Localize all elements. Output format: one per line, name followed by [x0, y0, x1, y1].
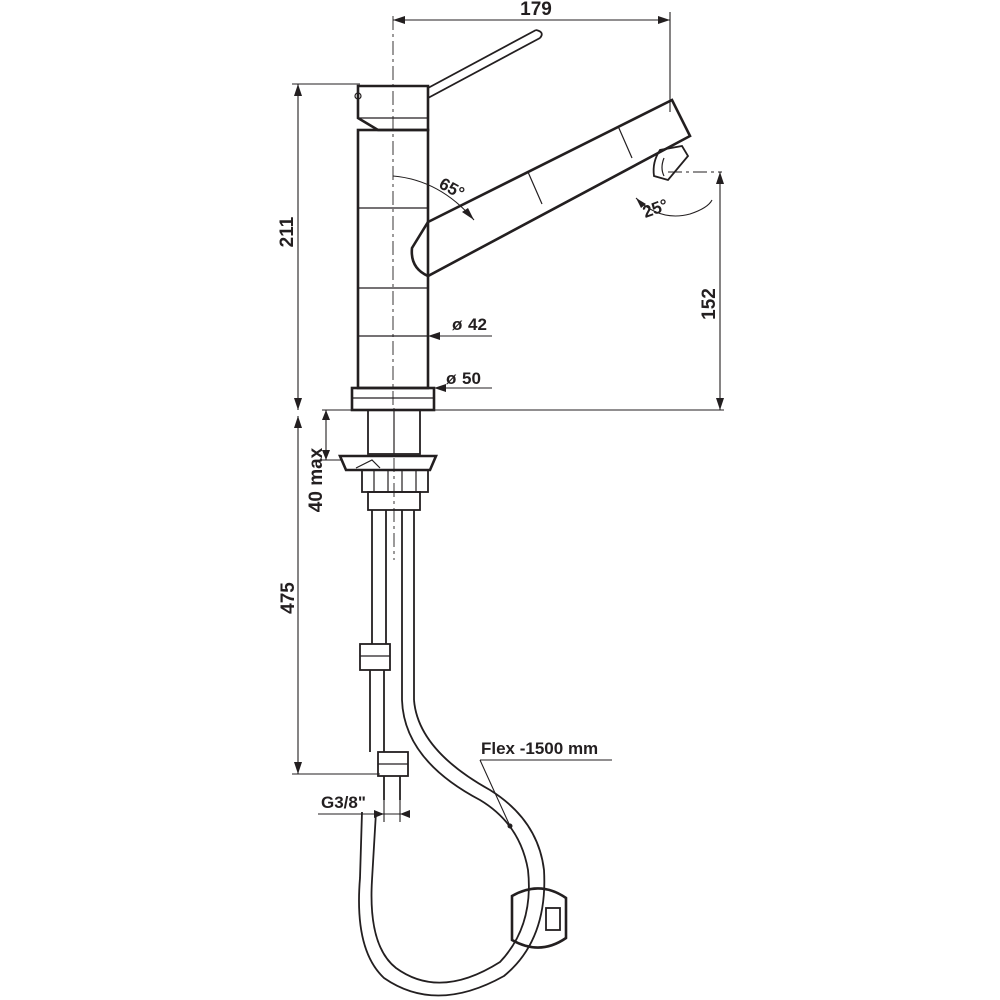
supply-hoses — [358, 510, 568, 997]
diameter-50-label: 50 — [462, 369, 481, 388]
dimension-hose-length — [292, 416, 380, 775]
angle-65-label: 65° — [436, 174, 468, 203]
thread-g38-label: G3/8" — [321, 793, 366, 812]
dimension-40max-label: 40 max — [306, 447, 327, 512]
dimension-body-height — [292, 83, 360, 410]
flex-hose-leader — [479, 759, 612, 829]
flex-hose-label: Flex -1500 mm — [481, 739, 598, 758]
dimension-179-label: 179 — [520, 0, 552, 20]
spout — [410, 98, 692, 278]
dimension-overall-width — [393, 12, 671, 112]
lever-handle — [427, 29, 543, 99]
dimension-mount-depth — [322, 409, 370, 461]
dimension-475-label: 475 — [278, 582, 299, 614]
diameter-50-symbol: ø — [446, 369, 457, 388]
dimension-thread — [318, 800, 410, 822]
faucet-body — [350, 29, 543, 412]
diameter-42-symbol: ø — [452, 315, 463, 334]
dimension-spout-height — [434, 172, 724, 411]
angle-spout — [635, 197, 713, 217]
angle-handle — [392, 175, 475, 221]
mounting-assembly — [338, 409, 438, 511]
diameter-42-label: 42 — [468, 315, 487, 334]
dimension-152-label: 152 — [699, 288, 720, 320]
angle-25-label: 25° — [640, 195, 671, 222]
dimension-211-label: 211 — [277, 216, 298, 247]
